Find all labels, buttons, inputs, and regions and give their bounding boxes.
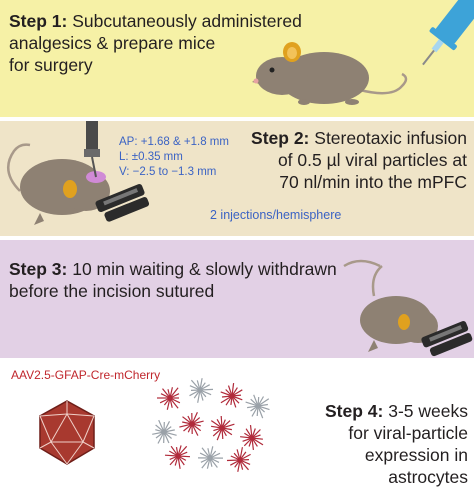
step4-text: Step 4: 3-5 weeks for viral-particle exp… — [282, 400, 468, 488]
mouse-icon — [330, 256, 474, 358]
coord-l: L: ±0.35 mm — [119, 150, 229, 165]
coord-v: V: −2.5 to −1.3 mm — [119, 165, 229, 180]
mouse-icon — [252, 38, 412, 113]
construct-label: AAV2.5-GFAP-Cre-mCherry — [11, 368, 160, 382]
syringe-icon — [410, 0, 474, 75]
step1-label: Step 1: — [9, 11, 67, 31]
step3-text: Step 3: 10 min waiting & slowly withdraw… — [9, 258, 337, 302]
step3-panel: Step 3: 10 min waiting & slowly withdraw… — [0, 240, 474, 358]
step1-panel: Step 1: Subcutaneously administered anal… — [0, 0, 474, 117]
virus-capsid-icon — [36, 400, 98, 466]
step3-label: Step 3: — [9, 259, 67, 279]
coord-ap: AP: +1.68 & +1.8 mm — [119, 135, 229, 150]
stereotaxic-coordinates: AP: +1.68 & +1.8 mm L: ±0.35 mm V: −2.5 … — [119, 135, 229, 180]
injections-note: 2 injections/hemisphere — [210, 208, 341, 222]
step2-panel: AP: +1.68 & +1.8 mm L: ±0.35 mm V: −2.5 … — [0, 121, 474, 236]
step4-panel: AAV2.5-GFAP-Cre-mCherry Step 4: 3-5 week… — [0, 362, 474, 475]
step2-text: Step 2: Stereotaxic infusion of 0.5 µl v… — [251, 127, 467, 193]
step2-label: Step 2: — [251, 128, 309, 148]
step4-label: Step 4: — [325, 401, 383, 421]
astrocyte-icon — [148, 376, 278, 472]
